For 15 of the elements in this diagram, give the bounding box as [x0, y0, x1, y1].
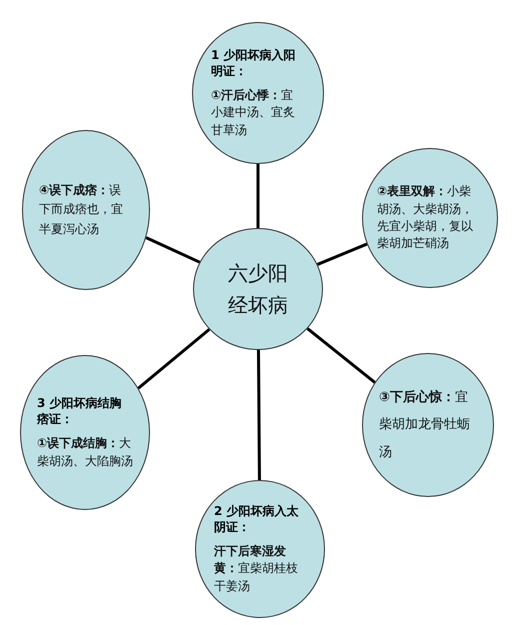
node-heading: 1 少阳坏病入阳明证：: [211, 46, 297, 80]
connector-line: [316, 242, 368, 266]
node-text: ①汗后心悸：宜小建中汤、宜炙甘草汤: [211, 87, 296, 139]
node-heading: 3 少阳坏病结胸痞证：: [37, 394, 123, 428]
node-heading: 2 少阳坏病入太阴证：: [214, 502, 300, 536]
node-text: 汗下后寒湿发黄：宜柴胡桂枝干姜汤: [214, 543, 299, 595]
node-text: ③下后心惊：宜柴胡加龙骨牡蛎汤: [379, 388, 471, 462]
connector-line: [256, 164, 260, 228]
node-text: ①误下成结胸：大柴胡汤、大陷胸汤: [37, 435, 133, 470]
connector-line: [145, 236, 200, 264]
center-title: 六少阳经坏病: [227, 260, 289, 319]
connector-line: [256, 350, 261, 480]
connector-line: [137, 328, 210, 390]
node-text: ④误下成痞：误下而成痞也，宜半夏泻心汤: [39, 182, 124, 238]
node-text: ②表里双解：小柴胡汤、大柴胡汤，先宜小柴胡，复以柴胡加芒硝汤: [377, 183, 474, 252]
